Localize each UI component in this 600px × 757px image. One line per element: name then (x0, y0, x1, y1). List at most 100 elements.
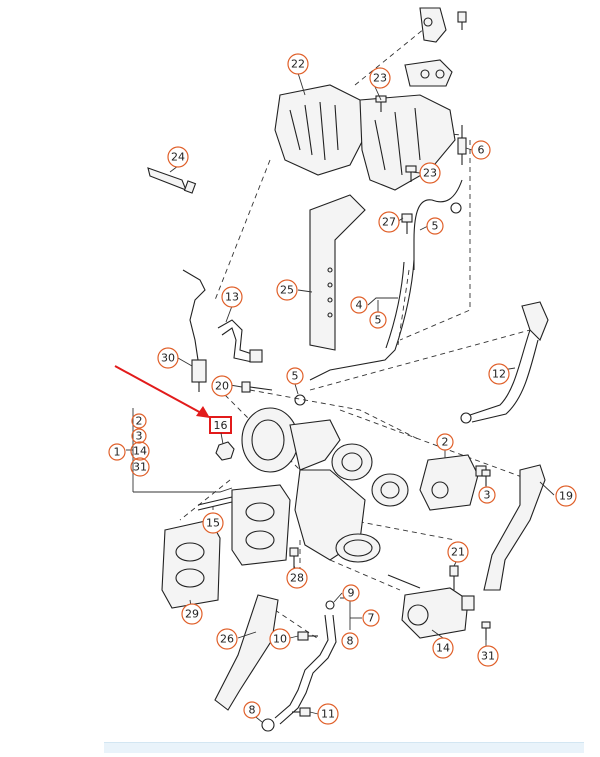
svg-text:9: 9 (348, 587, 355, 600)
callout-bubble[interactable]: 8 (341, 632, 359, 650)
callout-bubble[interactable]: 5 (286, 367, 304, 385)
callout-bubble[interactable]: 19 (555, 485, 577, 507)
turbocharger (241, 407, 409, 563)
bracket-19 (483, 464, 546, 591)
callout-bubble[interactable]: 1 (108, 443, 126, 461)
callout-bubble[interactable]: 30 (157, 347, 179, 369)
group-bracket (126, 408, 233, 493)
highlighted-part-label[interactable]: 16 (209, 416, 232, 445)
bolt-10 (297, 631, 318, 641)
callout-bubble[interactable]: 4 (350, 296, 368, 314)
heat-shield-26 (214, 594, 279, 711)
wastegate-actuator (419, 454, 487, 511)
upper-gasket (404, 7, 453, 87)
svg-text:23: 23 (423, 167, 437, 180)
nut-16 (215, 441, 235, 461)
svg-text:3: 3 (484, 489, 491, 502)
svg-text:15: 15 (206, 517, 220, 530)
svg-text:22: 22 (291, 58, 305, 71)
footer-strip (104, 742, 584, 753)
svg-text:14: 14 (436, 642, 450, 655)
callout-bubble[interactable]: 5 (369, 311, 387, 329)
group-list-item: 3 (136, 430, 143, 443)
svg-text:20: 20 (215, 380, 229, 393)
bracket-plate (309, 194, 366, 351)
svg-text:12: 12 (492, 368, 506, 381)
svg-text:7: 7 (368, 612, 375, 625)
oil-line-upper (413, 125, 467, 270)
callout-bubble[interactable]: 26 (216, 628, 238, 650)
callout-bubble[interactable]: 21 (447, 541, 469, 563)
svg-text:11: 11 (321, 708, 335, 721)
svg-text:1: 1 (114, 446, 121, 459)
svg-text:24: 24 (171, 151, 185, 164)
bolt-11 (292, 707, 311, 717)
svg-text:10: 10 (273, 633, 287, 646)
callout-bubble[interactable]: 23 (419, 162, 441, 184)
svg-text:4: 4 (356, 299, 363, 312)
bolt-28 (289, 547, 299, 568)
callout-bubble[interactable]: 25 (276, 279, 298, 301)
vacuum-pipe-13 (217, 319, 263, 363)
svg-text:26: 26 (220, 633, 234, 646)
highlighted-part-number: 16 (214, 419, 228, 432)
callout-bubble[interactable]: 29 (181, 603, 203, 625)
svg-text:31: 31 (481, 650, 495, 663)
bolt-23-mid (405, 165, 417, 182)
svg-text:5: 5 (432, 220, 439, 233)
callout-bubble[interactable]: 22 (287, 53, 309, 75)
svg-text:8: 8 (249, 704, 256, 717)
svg-text:21: 21 (451, 546, 465, 559)
callout-bubble[interactable]: 23 (369, 67, 391, 89)
callout-bubble[interactable]: 2 (436, 433, 454, 451)
upper-bolt (457, 11, 467, 30)
callout-bubble[interactable]: 24 (167, 146, 189, 168)
group-list-item: 31 (133, 461, 147, 474)
callout-bubble[interactable]: 15 (202, 512, 224, 534)
bolt-31 (481, 621, 491, 640)
callout-bubbles: 22 23 23 24 6 27 5 25 13 4 5 30 12 5 20 … (108, 53, 577, 725)
group-list: 2 3 14 31 (130, 413, 150, 477)
callout-bubble[interactable]: 13 (221, 286, 243, 308)
callout-bubble[interactable]: 8 (243, 701, 261, 719)
callout-bubble[interactable]: 12 (488, 363, 510, 385)
callout-bubble[interactable]: 10 (269, 628, 291, 650)
callout-bubble[interactable]: 5 (426, 217, 444, 235)
sealant-tube (147, 167, 197, 194)
svg-text:6: 6 (478, 144, 485, 157)
svg-text:5: 5 (292, 370, 299, 383)
bolt-21 (449, 565, 459, 590)
callout-bubble[interactable]: 11 (317, 703, 339, 725)
svg-text:2: 2 (442, 436, 449, 449)
svg-text:25: 25 (280, 284, 294, 297)
heat-shield (274, 84, 456, 191)
group-list-item: 14 (133, 445, 147, 458)
callout-bubble[interactable]: 28 (286, 567, 308, 589)
callout-bubble[interactable]: 9 (342, 584, 360, 602)
group-list-item: 2 (136, 415, 143, 428)
svg-text:13: 13 (225, 291, 239, 304)
svg-text:8: 8 (347, 635, 354, 648)
bolt-3 (481, 469, 491, 486)
callout-bubble[interactable]: 27 (378, 211, 400, 233)
callout-bubble[interactable]: 14 (432, 637, 454, 659)
bolt-20 (241, 381, 273, 393)
svg-text:23: 23 (373, 72, 387, 85)
oil-return-line (261, 600, 337, 732)
electric-actuator (387, 574, 475, 639)
svg-text:5: 5 (375, 314, 382, 327)
callout-bubble[interactable]: 31 (477, 645, 499, 667)
callout-bubble[interactable]: 6 (471, 140, 491, 160)
svg-text:30: 30 (161, 352, 175, 365)
svg-text:19: 19 (559, 490, 573, 503)
svg-text:27: 27 (382, 216, 396, 229)
callout-bubble[interactable]: 7 (362, 609, 380, 627)
bolt-27 (401, 213, 413, 234)
svg-text:29: 29 (185, 608, 199, 621)
highlight-arrow (114, 365, 210, 418)
callout-bubble[interactable]: 20 (211, 375, 233, 397)
oxygen-sensor (182, 269, 207, 392)
callout-bubble[interactable]: 3 (478, 486, 496, 504)
